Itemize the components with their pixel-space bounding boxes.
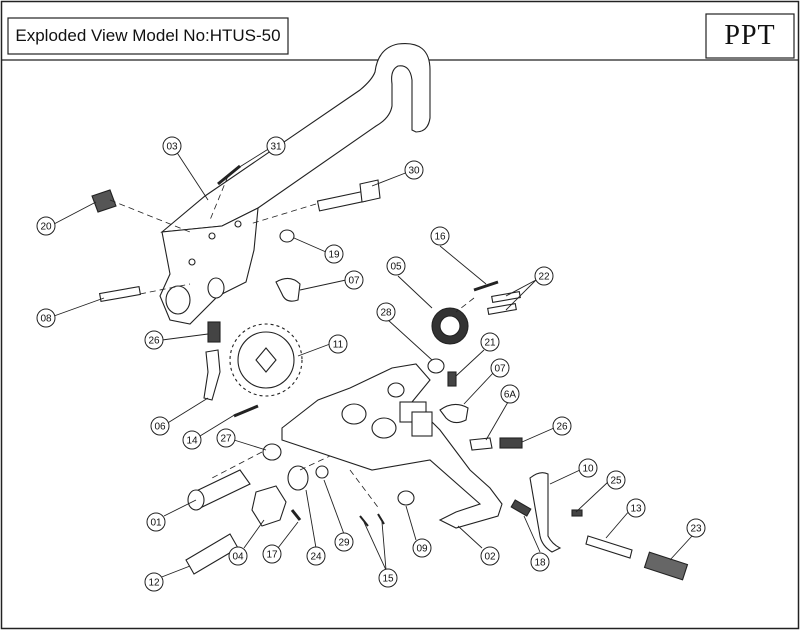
callout-11: 11 <box>328 334 348 354</box>
callout-16: 16 <box>430 226 450 246</box>
callout-05: 05 <box>386 256 406 276</box>
callout-label: 12 <box>148 578 160 589</box>
callout-22: 22 <box>534 266 554 286</box>
callout-label: 04 <box>232 552 244 563</box>
callout-14: 14 <box>182 430 202 450</box>
callout-6A: 6A <box>500 384 520 404</box>
callout-13: 13 <box>626 498 646 518</box>
callout-08: 08 <box>36 308 56 328</box>
callout-29: 29 <box>334 532 354 552</box>
callout-21: 21 <box>480 332 500 352</box>
callout-label: 08 <box>40 314 52 325</box>
callout-04: 04 <box>228 546 248 566</box>
callout-label: 09 <box>416 544 428 555</box>
callout-label: 26 <box>148 336 160 347</box>
callout-label: 20 <box>40 222 52 233</box>
callout-27: 27 <box>216 428 236 448</box>
callout-24: 24 <box>306 546 326 566</box>
callout-10: 10 <box>578 458 598 478</box>
callout-26-top: 26 <box>144 330 164 350</box>
handle-bore-2 <box>207 277 225 299</box>
brand-logo: PPT <box>724 20 776 51</box>
callout-leaders <box>53 147 693 581</box>
handle-hole-3 <box>234 220 242 228</box>
callout-28: 28 <box>376 302 396 322</box>
parts-drawing <box>91 42 689 581</box>
callout-06: 06 <box>150 416 170 436</box>
callout-label: 03 <box>166 142 178 153</box>
callout-label: 15 <box>382 574 394 585</box>
callout-label: 25 <box>610 476 622 487</box>
title-frame <box>7 17 289 55</box>
callout-label: 14 <box>186 436 198 447</box>
callout-01: 01 <box>146 512 166 532</box>
callout-30: 30 <box>404 160 424 180</box>
callout-label: 23 <box>690 524 702 535</box>
callout-31: 31 <box>266 136 286 156</box>
callout-15: 15 <box>378 568 398 588</box>
callout-label: 29 <box>338 538 350 549</box>
callout-18: 18 <box>530 552 550 572</box>
callout-23: 23 <box>686 518 706 538</box>
callout-19: 19 <box>324 244 344 264</box>
callout-17: 17 <box>262 544 282 564</box>
handle-bore <box>165 285 191 315</box>
brand-frame <box>705 13 795 59</box>
callout-20: 20 <box>36 216 56 236</box>
handle-hole <box>188 258 196 266</box>
callout-label: 22 <box>538 272 550 283</box>
callout-07-mid: 07 <box>490 358 510 378</box>
callout-09: 09 <box>412 538 432 558</box>
callouts: 03 31 30 20 19 07 08 16 05 22 28 21 26 1… <box>36 136 706 592</box>
callout-label: 07 <box>494 364 506 375</box>
handle-hole-2 <box>208 232 216 240</box>
page-title: Exploded View Model No:HTUS-50 <box>15 26 281 45</box>
callout-label: 17 <box>266 550 278 561</box>
callout-label: 02 <box>484 552 496 563</box>
callout-12: 12 <box>144 572 164 592</box>
handle-lever <box>160 42 431 233</box>
callout-label: 28 <box>380 308 392 319</box>
callout-03: 03 <box>162 136 182 156</box>
callout-26-right: 26 <box>552 416 572 436</box>
callout-label: 10 <box>582 464 594 475</box>
callout-label: 01 <box>150 518 162 529</box>
callout-07-top: 07 <box>344 270 364 290</box>
callout-label: 07 <box>348 276 360 287</box>
callout-label: 31 <box>270 142 282 153</box>
callout-label: 24 <box>310 552 322 563</box>
callout-label: 6A <box>504 390 517 401</box>
callout-label: 18 <box>534 558 546 569</box>
callout-label: 26 <box>556 422 568 433</box>
callout-02: 02 <box>480 546 500 566</box>
main-frame <box>281 363 503 529</box>
callout-label: 11 <box>333 340 344 351</box>
callout-label: 13 <box>630 504 642 515</box>
callout-label: 21 <box>484 338 496 349</box>
callout-label: 27 <box>220 434 232 445</box>
callout-25: 25 <box>606 470 626 490</box>
callout-label: 16 <box>434 232 446 243</box>
callout-label: 19 <box>328 250 340 261</box>
callout-label: 30 <box>408 166 420 177</box>
callout-label: 06 <box>154 422 166 433</box>
callout-label: 05 <box>390 262 402 273</box>
